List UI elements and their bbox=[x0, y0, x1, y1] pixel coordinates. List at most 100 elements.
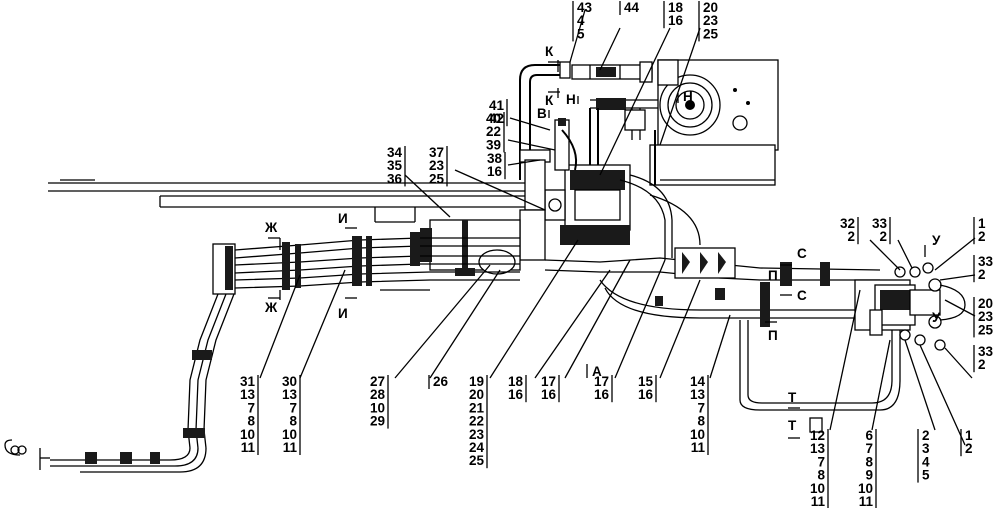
callout-number: 30 bbox=[282, 374, 297, 389]
callout-c-1-bot: 12 bbox=[960, 428, 973, 457]
callout-number: 8 bbox=[697, 414, 705, 429]
callout-number: 4 bbox=[922, 454, 930, 469]
callout-number: 16 bbox=[508, 387, 524, 402]
callout-number: 10 bbox=[858, 481, 873, 496]
section-mark-A: А bbox=[592, 364, 602, 379]
callout-number: 16 bbox=[668, 13, 684, 28]
callout-number: 32 bbox=[840, 216, 855, 231]
callout-number: 7 bbox=[865, 441, 873, 456]
callout-number: 7 bbox=[247, 400, 255, 415]
callout-number: 20 bbox=[978, 296, 993, 311]
callout-c-44: 44 bbox=[619, 0, 640, 15]
callout-number: 8 bbox=[865, 454, 873, 469]
callout-number: 1 bbox=[965, 428, 973, 443]
callout-number: 44 bbox=[624, 0, 640, 15]
callout-number: 15 bbox=[638, 374, 654, 389]
callout-number: 5 bbox=[922, 468, 930, 483]
leader-lines bbox=[259, 9, 976, 446]
callout-number: 5 bbox=[577, 26, 585, 41]
section-mark-I2: И bbox=[338, 306, 348, 321]
callout-number: 40 bbox=[486, 111, 501, 126]
callout-number: 11 bbox=[859, 494, 874, 508]
callout-number: 25 bbox=[429, 171, 445, 186]
callout-number: 13 bbox=[240, 387, 256, 402]
callout-c-33-b: 332 bbox=[973, 254, 994, 283]
section-mark-K1: К bbox=[545, 44, 554, 59]
callout-number: 2 bbox=[978, 357, 986, 372]
callout-number: 18 bbox=[508, 374, 524, 389]
callout-number: 11 bbox=[241, 440, 256, 455]
callout-number: 19 bbox=[469, 374, 484, 389]
callout-number: 11 bbox=[691, 440, 706, 455]
callout-number: 31 bbox=[240, 374, 256, 389]
callout-number: 8 bbox=[817, 468, 825, 483]
callout-number: 16 bbox=[594, 387, 610, 402]
top-pipes bbox=[519, 61, 658, 185]
right-manifold bbox=[854, 262, 966, 351]
pump-housing bbox=[649, 59, 779, 186]
section-mark-N2: Н bbox=[683, 89, 693, 104]
section-mark-S2: С bbox=[797, 288, 807, 303]
callout-c-26: 26 bbox=[428, 374, 449, 389]
callout-number: 42 bbox=[489, 111, 504, 126]
callout-number: 2 bbox=[965, 441, 973, 456]
callout-number: 17 bbox=[541, 374, 556, 389]
callout-number: 18 bbox=[668, 0, 684, 15]
callout-number: 23 bbox=[469, 427, 485, 442]
section-mark-P1: П bbox=[768, 268, 778, 283]
callout-number: 16 bbox=[487, 164, 503, 179]
callout-number: 23 bbox=[429, 158, 445, 173]
callout-number: 10 bbox=[282, 427, 297, 442]
callout-number: 14 bbox=[690, 374, 706, 389]
callout-number: 43 bbox=[577, 0, 593, 15]
callout-number: 10 bbox=[690, 427, 705, 442]
section-mark-T1: Т bbox=[788, 390, 797, 405]
callout-number: 10 bbox=[370, 400, 385, 415]
callout-number: 4 bbox=[577, 13, 585, 28]
callout-number: 10 bbox=[240, 427, 255, 442]
callout-number: 2 bbox=[978, 229, 986, 244]
callout-number: 11 bbox=[283, 440, 298, 455]
callout-number: 9 bbox=[865, 468, 873, 483]
callout-number: 25 bbox=[469, 453, 485, 468]
callout-number: 7 bbox=[289, 400, 297, 415]
callout-number: 3 bbox=[922, 441, 930, 456]
callout-c-33-c: 332 bbox=[973, 344, 994, 373]
callout-number: 25 bbox=[978, 322, 994, 337]
section-mark-V: В bbox=[537, 106, 547, 121]
callout-number: 6 bbox=[865, 428, 873, 443]
section-mark-P2: П bbox=[768, 328, 778, 343]
callout-number: 23 bbox=[703, 13, 719, 28]
callout-number: 28 bbox=[370, 387, 386, 402]
callout-number: 23 bbox=[978, 309, 994, 324]
callout-number: 2 bbox=[847, 229, 855, 244]
callout-number: 17 bbox=[594, 374, 609, 389]
hose-bundle-left bbox=[234, 232, 520, 291]
callout-number: 13 bbox=[810, 441, 826, 456]
callout-c-33-a: 332 bbox=[872, 216, 891, 245]
boom-frame bbox=[48, 179, 530, 223]
hose-bundle-right bbox=[544, 174, 901, 433]
callout-number: 35 bbox=[387, 158, 403, 173]
section-mark-N1: Н bbox=[566, 92, 576, 107]
callout-number: 34 bbox=[387, 145, 403, 160]
section-marks: К К Н Н В Ж Ж И И С С П П У У Т Т bbox=[264, 44, 941, 439]
callout-number: 33 bbox=[978, 254, 994, 269]
callout-number: 7 bbox=[817, 454, 825, 469]
callout-number: 7 bbox=[697, 400, 705, 415]
callout-number: 10 bbox=[810, 481, 825, 496]
section-mark-U1: У bbox=[932, 233, 941, 248]
